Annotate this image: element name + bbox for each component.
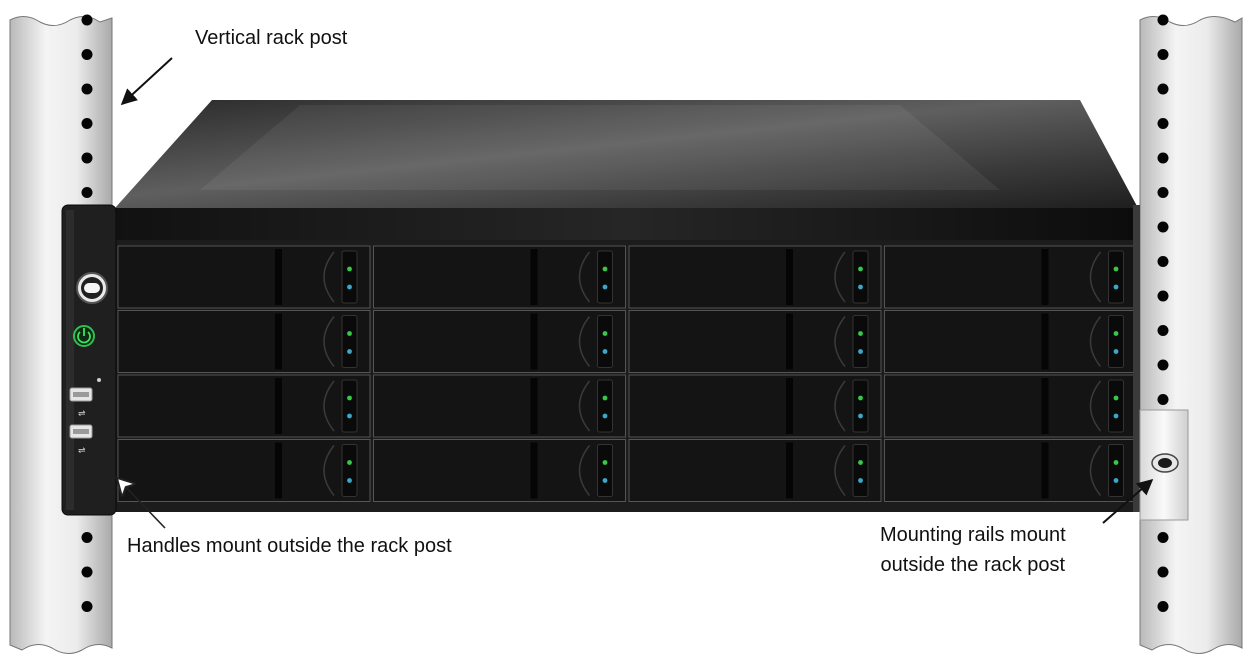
drive-bay — [117, 245, 371, 309]
label-mounting-rails-line1: Mounting rails mount — [880, 524, 1066, 546]
drive-bay — [373, 245, 626, 309]
drive-led-blue — [347, 349, 352, 354]
drive-led-blue — [602, 478, 608, 483]
drive-led-blue — [1113, 349, 1119, 354]
drive-bay — [628, 374, 882, 438]
drive-led-green — [347, 266, 352, 272]
drive-led-blue — [602, 349, 608, 354]
drive-led-green — [602, 266, 608, 272]
rack-hole — [1157, 290, 1169, 302]
rack-hole — [81, 152, 93, 164]
rack-hole — [1157, 83, 1169, 95]
drive-bay — [884, 310, 1137, 373]
label-handles-mount: Handles mount outside the rack post — [127, 535, 452, 557]
arrow-vertical-rack-post — [120, 57, 173, 106]
rack-hole — [1157, 325, 1169, 336]
drive-led-green — [602, 460, 608, 465]
rack-hole — [1157, 14, 1169, 26]
label-vertical-rack-post: Vertical rack post — [195, 27, 348, 49]
drive-bay — [884, 374, 1137, 438]
drive-led-blue — [1113, 284, 1119, 290]
drive-led-green — [858, 331, 863, 336]
rack-hole — [81, 49, 93, 60]
arrow-mounting-rails — [1102, 478, 1154, 524]
drive-bay — [117, 439, 371, 502]
rack-hole — [1157, 256, 1169, 267]
drive-bay — [373, 310, 626, 373]
usb-port-icon: ⇌ — [69, 424, 93, 456]
drive-bays — [117, 245, 1137, 502]
arrow-handles — [118, 479, 166, 529]
drive-bay — [884, 245, 1137, 309]
label-mounting-rails-line2: outside the rack post — [880, 554, 1066, 576]
rack-hole — [81, 566, 93, 578]
rack-hole — [1157, 566, 1169, 578]
drive-led-blue — [602, 284, 608, 290]
rack-hole — [1157, 359, 1169, 371]
drive-led-green — [858, 395, 863, 401]
right-rack-post — [1139, 14, 1243, 654]
svg-text:⇌: ⇌ — [78, 446, 86, 456]
rack-hole — [1157, 49, 1169, 60]
rack-hole — [1157, 601, 1169, 612]
usb-port-icon: ⇌ — [69, 387, 93, 419]
drive-led-green — [602, 331, 608, 336]
label-mounting-rails: Mounting rails mount outside the rack po… — [880, 520, 1066, 580]
left-handle: ⇌ ⇌ — [61, 204, 117, 516]
drive-led-blue — [858, 478, 863, 483]
drive-led-green — [347, 460, 352, 465]
drive-led-blue — [347, 478, 352, 483]
rack-hole — [1157, 394, 1169, 405]
rack-hole — [1157, 221, 1169, 233]
drive-led-blue — [858, 349, 863, 354]
drive-led-green — [1113, 331, 1119, 336]
rack-hole — [81, 118, 93, 129]
drive-led-blue — [347, 413, 352, 419]
drive-bay — [117, 310, 371, 373]
chassis-front-band — [113, 208, 1140, 240]
drive-bay — [628, 439, 882, 502]
drive-bay — [373, 374, 626, 438]
drive-led-blue — [1113, 413, 1119, 419]
rack-hole — [81, 187, 93, 198]
drive-led-blue — [1113, 478, 1119, 483]
drive-led-green — [602, 395, 608, 401]
rack-hole — [81, 83, 93, 95]
drive-led-green — [858, 460, 863, 465]
drive-led-blue — [602, 413, 608, 419]
rack-hole — [81, 14, 93, 26]
rack-hole — [81, 601, 93, 612]
drive-led-blue — [347, 284, 352, 290]
rack-hole — [1157, 187, 1169, 198]
drive-led-green — [347, 331, 352, 336]
drive-bay — [117, 374, 371, 438]
drive-bay — [884, 439, 1137, 502]
rack-hole — [1157, 532, 1169, 543]
drive-bay — [628, 310, 882, 373]
right-mounting-rail-bracket — [1139, 409, 1189, 521]
drive-bay — [373, 439, 626, 502]
drive-led-green — [1113, 266, 1119, 272]
rack-hole — [1157, 118, 1169, 129]
drive-led-green — [347, 395, 352, 401]
drive-led-blue — [858, 413, 863, 419]
rack-hole — [1157, 152, 1169, 164]
drive-led-green — [858, 266, 863, 272]
drive-led-blue — [858, 284, 863, 290]
svg-text:⇌: ⇌ — [78, 409, 86, 419]
rack-hole — [81, 532, 93, 543]
drive-led-green — [1113, 460, 1119, 465]
drive-bay — [628, 245, 882, 309]
power-icon[interactable] — [73, 325, 95, 347]
lock-icon — [76, 272, 108, 304]
chassis-top — [115, 100, 1138, 208]
drive-led-green — [1113, 395, 1119, 401]
